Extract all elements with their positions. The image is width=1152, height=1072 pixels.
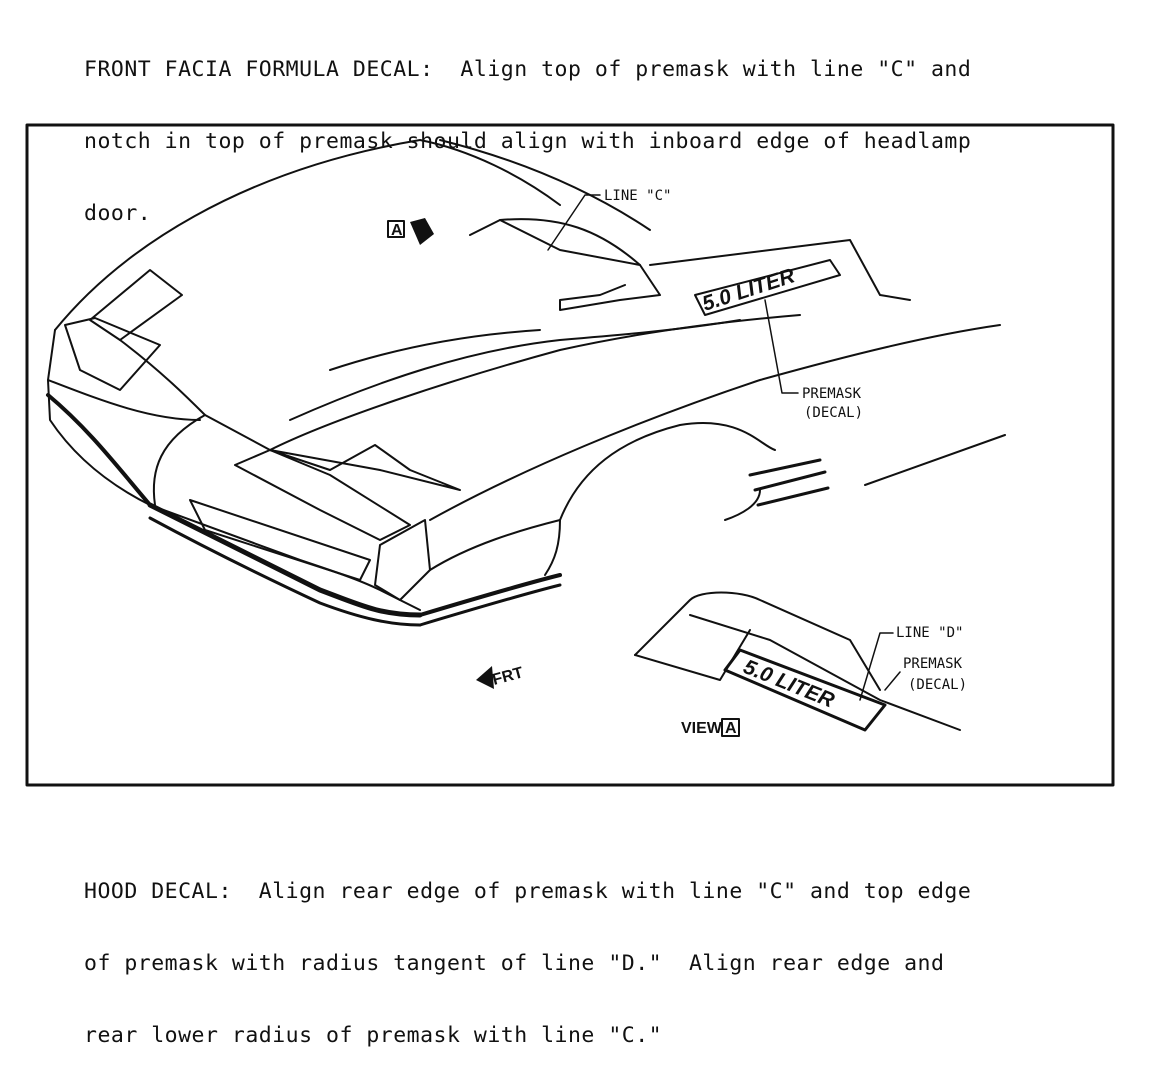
footer-note-line: HOOD DECAL: Align rear edge of premask w…	[84, 879, 972, 904]
view-marker-box	[387, 220, 405, 238]
premask-lower-leader	[884, 671, 901, 691]
premask-upper-leader	[764, 299, 799, 394]
figure-frame	[25, 123, 1115, 787]
view-id-label: A	[725, 720, 737, 737]
callout-line-c: LINE "C"	[604, 188, 671, 204]
front-arrow-icon	[476, 666, 494, 689]
footer-note: HOOD DECAL: Align rear edge of premask w…	[84, 832, 971, 1072]
view-arrow-icon	[410, 218, 434, 245]
line-c-leader	[547, 194, 601, 251]
header-note-line: door.	[84, 201, 152, 226]
front-label: FRT	[491, 664, 526, 689]
footer-note-line: of premask with radius tangent of line "…	[84, 951, 945, 976]
car-decal-diagram: 5.0 LITER 5.0 LITER A FRT VIEW A LINE "C…	[25, 123, 1115, 787]
car-body-drawing	[46, 139, 1006, 732]
view-marker-label: A	[391, 222, 403, 239]
header-note-line: notch in top of premask should align wit…	[84, 129, 972, 154]
callout-decal-upper: (DECAL)	[804, 405, 863, 421]
callout-premask-lower: PREMASK	[903, 656, 963, 672]
callout-decal-lower: (DECAL)	[908, 677, 967, 693]
header-note-line: FRONT FACIA FORMULA DECAL: Align top of …	[84, 57, 972, 82]
line-d-leader	[859, 632, 894, 701]
footer-note-line: rear lower radius of premask with line "…	[84, 1023, 663, 1048]
callout-line-d: LINE "D"	[896, 625, 963, 641]
callout-premask-upper: PREMASK	[802, 386, 862, 402]
view-label: VIEW	[681, 720, 723, 737]
header-note: FRONT FACIA FORMULA DECAL: Align top of …	[84, 10, 971, 250]
upper-decal-lettering: 5.0 LITER	[699, 264, 798, 316]
view-id-box	[721, 718, 740, 737]
